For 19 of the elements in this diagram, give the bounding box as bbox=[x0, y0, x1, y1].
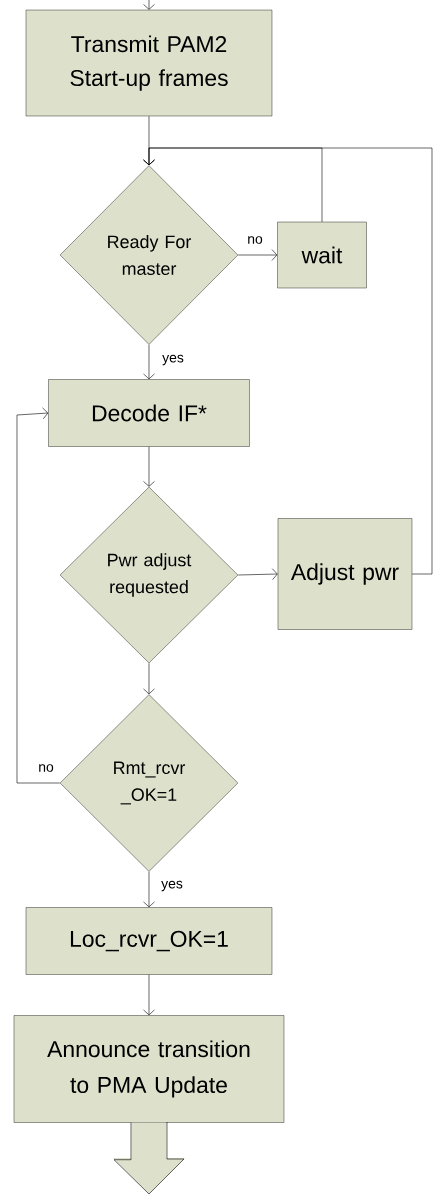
edge-label: no bbox=[246, 235, 264, 245]
edge-label: yes bbox=[160, 879, 184, 893]
arrow bbox=[143, 974, 155, 1016]
process-box: Adjust pwr bbox=[277, 518, 413, 630]
process-box: Loc_rcvr_OK=1 bbox=[25, 907, 273, 975]
arrow bbox=[143, 344, 155, 380]
process-box: Announce transition to PMA Update bbox=[13, 1015, 285, 1123]
process-box: Transmit PAM2 Start-up frames bbox=[25, 9, 273, 117]
process-box: Decode IF* bbox=[48, 379, 250, 447]
edge-label: yes bbox=[161, 353, 185, 367]
arrow bbox=[16, 407, 61, 784]
arrow bbox=[143, 446, 155, 487]
arrow bbox=[143, 871, 155, 908]
arrow bbox=[237, 249, 278, 261]
arrow bbox=[237, 568, 278, 580]
edge-label: no bbox=[37, 763, 55, 773]
arrow bbox=[143, 147, 433, 575]
arrow bbox=[143, 662, 155, 695]
process-box: wait bbox=[277, 221, 367, 289]
